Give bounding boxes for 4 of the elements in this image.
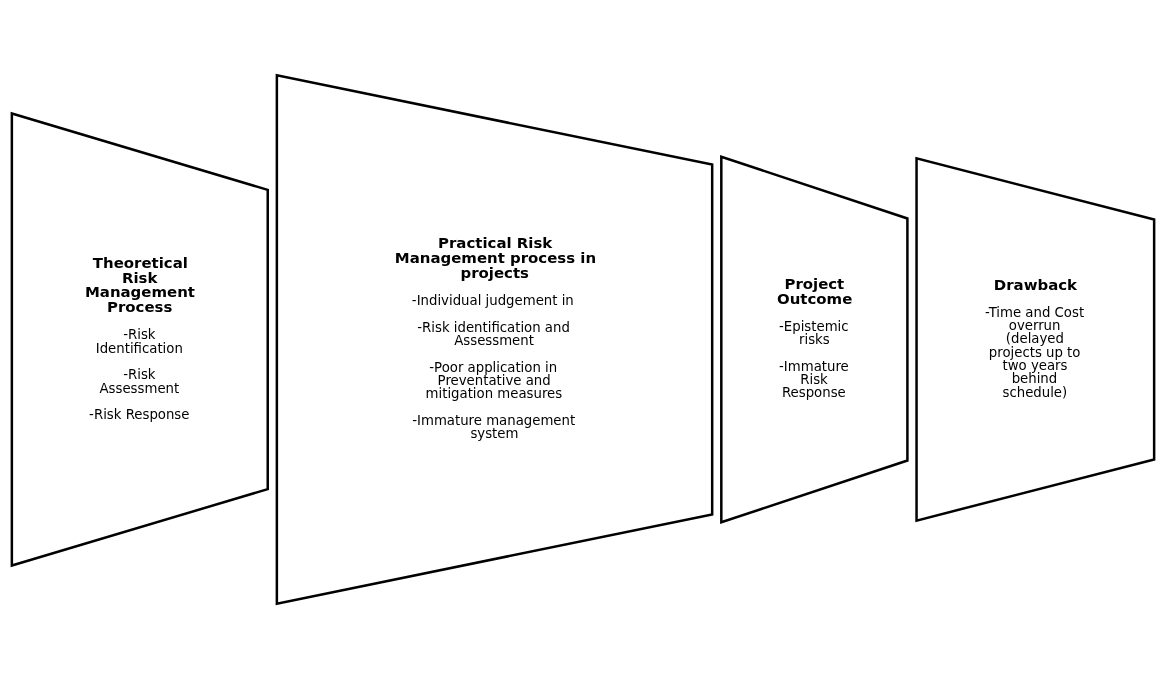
node-box: Practical Risk Management process in projects -Individual judgement in -Risk identification and Assessment -Poor application in Preventative and mitigation measures -Immature management system [275, 73, 714, 606]
node-box: Drawback -Time and Cost overrun (delayed projects up to two years behind schedule) [915, 156, 1156, 523]
node-box: Project Outcome -Epistemic risks -Immature Risk Response [720, 155, 909, 524]
node-box: Theoretical Risk Management Process -Risk Identification -Risk Assessment -Risk Response [10, 111, 269, 568]
